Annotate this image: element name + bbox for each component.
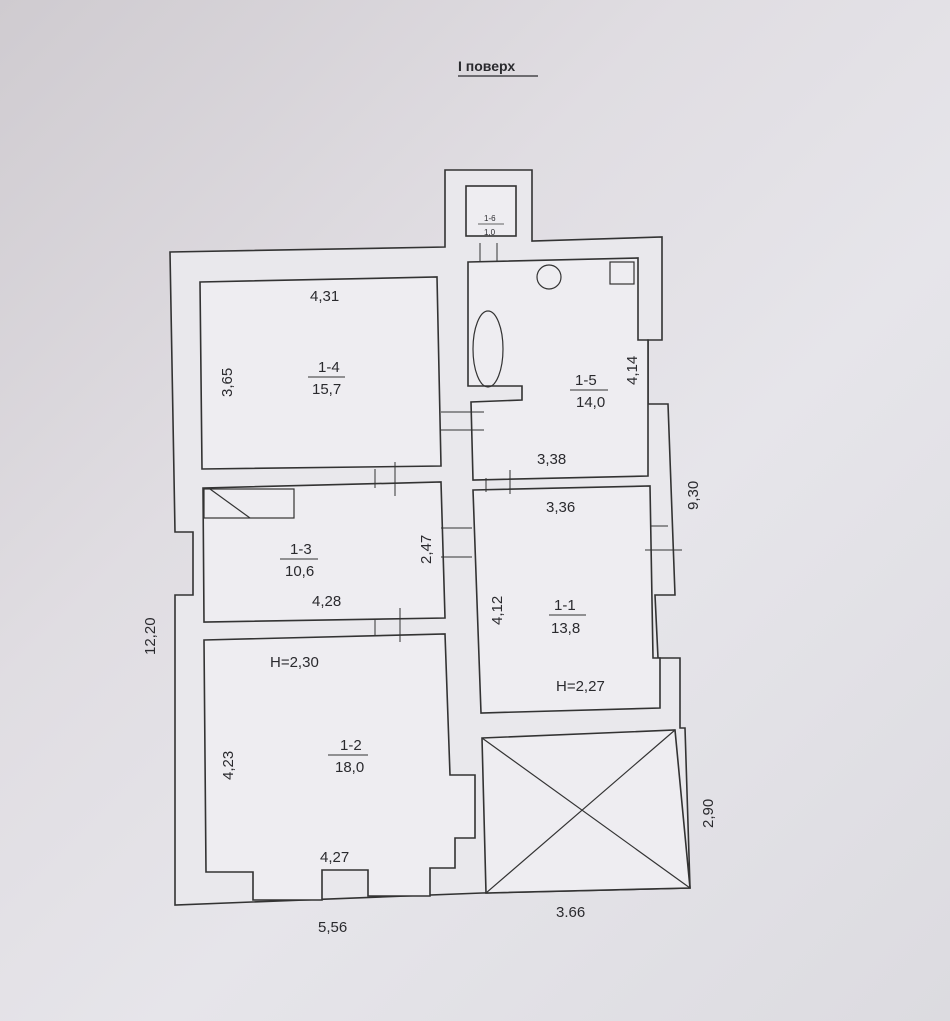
room-1-6-area: 1,0 <box>484 228 496 237</box>
annex-depth-dim: 2,90 <box>700 799 717 828</box>
front-right-dim: 3.66 <box>556 904 585 921</box>
bathtub-icon <box>472 310 504 388</box>
room-1-3-id: 1-3 <box>290 541 312 558</box>
room-1-4-area: 15,7 <box>312 381 341 398</box>
stair-hatch <box>203 488 295 519</box>
room-1-3-width: 4,28 <box>312 593 341 610</box>
room-1-1 <box>472 485 661 714</box>
room-1-2-depth: 4,23 <box>220 751 237 780</box>
room-1-1-area: 13,8 <box>551 620 580 637</box>
room-1-3-depth: 2,47 <box>418 535 435 564</box>
front-left-dim: 5,56 <box>318 919 347 936</box>
room-1-2-area: 18,0 <box>335 759 364 776</box>
room-1-5-id: 1-5 <box>575 372 597 389</box>
room-1-1-id: 1-1 <box>554 597 576 614</box>
room-1-3 <box>202 481 446 623</box>
room-1-2 <box>203 633 476 901</box>
bathroom-fixtures <box>472 261 635 388</box>
openings <box>374 243 682 642</box>
room-1-5-width: 3,38 <box>537 451 566 468</box>
boiler-icon <box>609 261 635 285</box>
room-1-6 <box>465 185 517 237</box>
room-1-2-height: H=2,30 <box>270 654 319 671</box>
room-1-1-height: H=2,27 <box>556 678 605 695</box>
washbasin-icon <box>536 264 562 290</box>
room-1-1-depth: 4,12 <box>489 596 506 625</box>
room-1-4-depth: 3,65 <box>219 368 236 397</box>
annex-cross <box>481 729 691 894</box>
room-1-2-id: 1-2 <box>340 737 362 754</box>
room-1-6-id: 1-6 <box>484 214 496 223</box>
room-1-4-width: 4,31 <box>310 288 339 305</box>
room-1-2-width: 4,27 <box>320 849 349 866</box>
room-1-3-area: 10,6 <box>285 563 314 580</box>
room-1-4-id: 1-4 <box>318 359 340 376</box>
room-1-5 <box>467 257 649 481</box>
room-1-1-width: 3,36 <box>546 499 575 516</box>
room-1-4 <box>199 276 442 470</box>
floor-title: I поверх <box>458 58 515 74</box>
right-depth-dim: 9,30 <box>685 481 702 510</box>
total-depth-dim: 12,20 <box>142 617 159 655</box>
room-1-5-area: 14,0 <box>576 394 605 411</box>
room-1-5-depth: 4,14 <box>624 356 641 385</box>
annex <box>481 729 691 894</box>
